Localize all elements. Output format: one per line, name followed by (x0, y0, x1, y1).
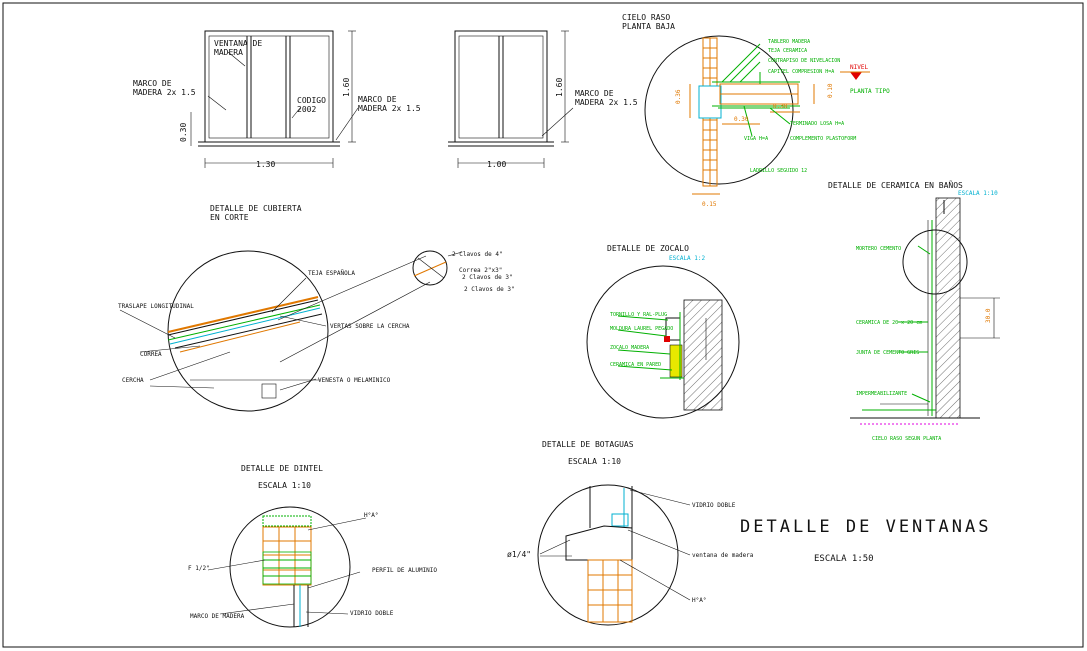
main-title: DETALLE DE VENTANAS (740, 517, 991, 537)
cielo-dim-inner: 0.30 (734, 116, 749, 123)
cielo-raso-detail (644, 35, 870, 195)
window-1-elevation (190, 30, 359, 168)
window-2-elevation (448, 30, 574, 168)
nivel-label: NIVEL (850, 64, 868, 71)
ceramica-label-4: IMPERMEABILIZANTE (856, 391, 907, 397)
w1-dim-sill: 0.30 (179, 123, 188, 142)
zocalo-label-2: MOLDURA LAUREL PEGADO (610, 326, 673, 332)
ceramica-label-3: JUNTA DE CEMENTO GRIS (856, 350, 919, 356)
cielo-note-6: COMPLEMENTO PLASTOFORM (790, 136, 856, 142)
cielo-note-3: CONTRAPISO DE NIVELACION (768, 58, 840, 64)
cubierta-label-cercha: CERCHA (122, 377, 144, 384)
cubierta-label-venesta: VENESTA O MELAMINICO (318, 377, 391, 384)
zocalo-label-1: TORNILLO Y RAL-PLUG (610, 312, 667, 318)
botaguas-title: DETALLE DE BOTAGUAS (542, 440, 634, 449)
cubierta-detail (119, 250, 463, 412)
cielo-note-8: LADRILLO SEGUIDO 12 (750, 168, 807, 174)
dintel-label-1: H°A° (364, 512, 378, 519)
w2-dim-width: 1.00 (487, 160, 506, 169)
cielo-dim-mid: 0.30 (773, 103, 788, 110)
botaguas-label-1: VIDRIO DOBLE (692, 502, 736, 509)
dintel-title: DETALLE DE DINTEL (241, 464, 323, 473)
zocalo-label-3: ZOCALO MADERA (610, 345, 649, 351)
ceramica-label-2: CERAMICA DE 20 x 20 cm (856, 320, 922, 326)
clavos-3: 2 Clavos de 3" (462, 274, 513, 281)
dintel-label-3: PERFIL DE ALUMINIO (372, 567, 437, 574)
botaguas-escala: ESCALA 1:10 (568, 457, 621, 466)
dintel-escala: ESCALA 1:10 (258, 481, 311, 490)
cielo-dim-right: 0.10 (827, 83, 834, 98)
ceramica-escala: ESCALA 1:10 (958, 190, 998, 197)
botaguas-label-4: H°A° (692, 597, 706, 604)
dintel-detail (207, 506, 367, 628)
ceramica-title: DETALLE DE CERAMICA EN BAÑOS (828, 180, 963, 190)
clavos-4: 2 Clavos de 3" (464, 286, 515, 293)
cielo-dim-bottom: 0.15 (702, 201, 717, 208)
zocalo-escala: ESCALA 1:2 (669, 255, 706, 262)
botaguas-detail (537, 484, 691, 626)
botaguas-label-3: ventana de madera (692, 552, 754, 559)
cielo-note-4: CAPITEL COMPRESION H=A (768, 69, 834, 75)
cubierta-label-teja: TEJA ESPAÑOLA (308, 270, 355, 277)
cubierta-label-vertas: VERTAS SOBRE LA CERCHA (330, 323, 410, 330)
clavos-1: 2 Clavos de 4" (452, 251, 503, 258)
cubierta-label-traslape: TRASLAPE LONGITUDINAL (118, 303, 194, 310)
cielo-note-1: TABLERO MADERA (768, 39, 810, 45)
ceramica-label-5: CIELO RASO SEGUN PLANTA (872, 436, 941, 442)
cielo-note-7: VIGA H=A (744, 136, 768, 142)
planta-tipo-label: PLANTA TIPO (850, 88, 890, 95)
dintel-label-4: MARCO DE MADERA (190, 613, 245, 620)
botaguas-label-2: ø1/4" (507, 550, 531, 559)
ceramica-dim: 30.0 (985, 308, 992, 323)
w2-dim-height: 1.60 (555, 78, 564, 97)
w1-dim-width: 1.30 (256, 160, 275, 169)
w1-dim-height: 1.60 (342, 78, 351, 97)
zocalo-title: DETALLE DE ZOCALO (607, 244, 689, 253)
dintel-label-2: F 1/2" (188, 565, 210, 572)
ceramica-detail (850, 197, 1000, 425)
clavos-2: Correa 2"x3" (459, 267, 502, 274)
main-escala: ESCALA 1:50 (814, 554, 874, 564)
dintel-label-5: VIDRIO DOBLE (350, 610, 394, 617)
cielo-dim-left: 0.36 (675, 89, 682, 104)
cielo-note-2: TEJA CERAMICA (768, 48, 807, 54)
cubierta-label-correa: CORREA (140, 351, 162, 358)
zocalo-label-4: CERAMICA EN PARED (610, 362, 661, 368)
ceramica-label-1: MORTERO CEMENTO (856, 246, 901, 252)
zocalo-detail (586, 265, 740, 419)
cielo-note-5: TERMINADO LOSA H=A (790, 121, 844, 127)
